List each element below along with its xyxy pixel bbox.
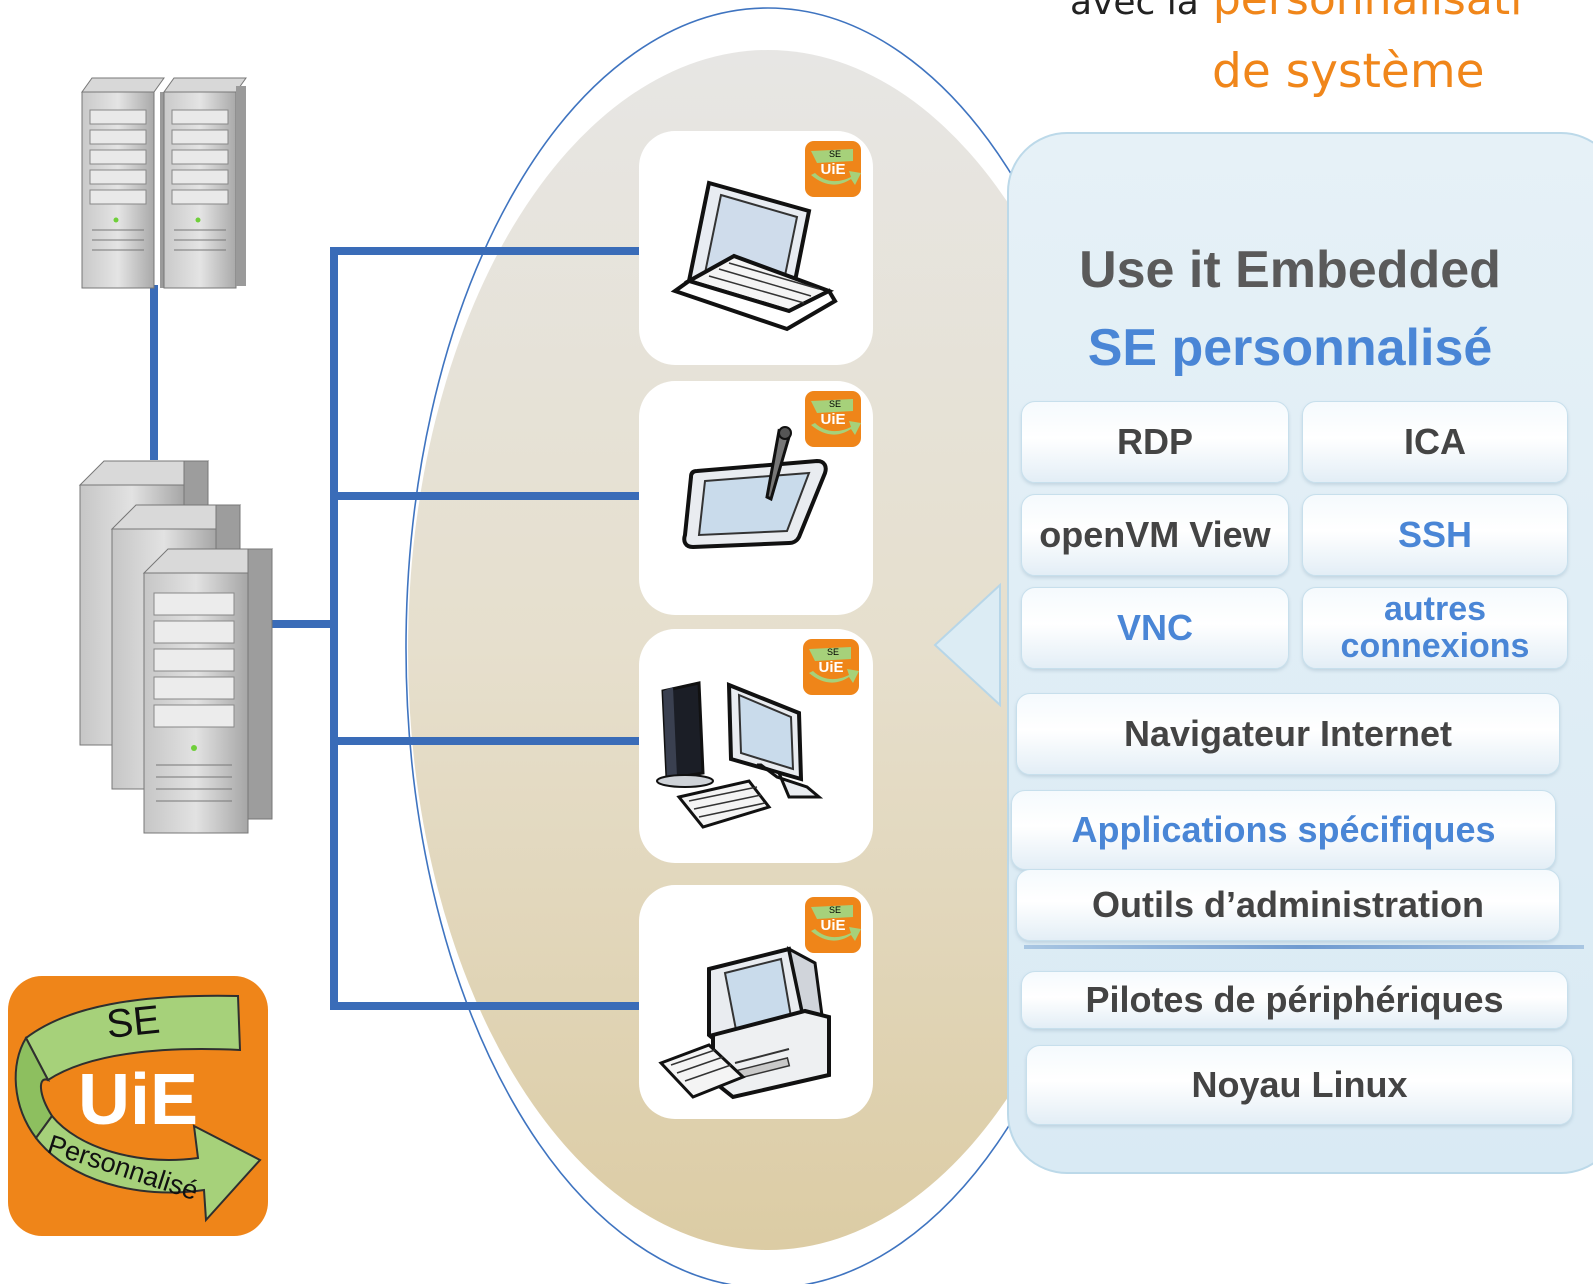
server-rack-icon [81,77,247,289]
tablet-icon [682,426,828,550]
device-card-desktop: SE UiE [639,885,873,1119]
svg-text:SE: SE [829,149,841,159]
trunk-line [330,247,338,1010]
cluster-link-line [270,620,334,628]
uie-badge-tablet: SE UiE [805,391,861,447]
uie-main-logo: SE UiE Personnalisé [8,976,268,1236]
uie-badge-laptop: SE UiE [805,141,861,197]
title-accent: personnalisati [1213,0,1522,25]
feature-rdp: RDP [1021,401,1289,483]
branch-laptop [330,247,640,255]
feature-noyau-linux: Noyau Linux [1026,1045,1573,1125]
svg-text:UiE: UiE [820,411,845,428]
uie-logo-icon: SE UiE [811,399,861,435]
autres-line-1: autres [1383,589,1487,628]
svg-text:UiE: UiE [820,917,845,934]
logo-uie-text: UiE [78,1060,198,1140]
logo-se-text: SE [104,998,162,1047]
feature-ica: ICA [1302,401,1568,483]
svg-text:SE: SE [829,399,841,409]
desktop-computer-icon [658,946,831,1100]
panel-title: Use it Embedded [1079,241,1501,299]
device-card-tablet: SE UiE [639,381,873,615]
uie-logo-icon: SE UiE [811,905,861,941]
feature-outils-administration: Outils d’administration [1016,869,1560,941]
laptop-icon [670,180,838,332]
uie-logo-icon: SE UiE [811,149,861,185]
branch-tablet [330,492,640,500]
feature-applications-specifiques: Applications spécifiques [1011,790,1556,870]
svg-text:SE: SE [829,905,841,915]
svg-text:UiE: UiE [820,161,845,178]
panel-divider [1024,945,1584,949]
feature-pilotes-peripheriques: Pilotes de périphériques [1021,971,1568,1029]
feature-navigateur-internet: Navigateur Internet [1016,693,1560,775]
title-prefix: avec la [1070,0,1199,23]
branch-desktop [330,1002,640,1010]
uie-badge-desktop: SE UiE [805,897,861,953]
svg-text:SE: SE [827,647,839,657]
thin-client-icon [656,681,824,829]
title-line-1: avec la personnalisati [1070,0,1522,25]
uie-logo-icon: SE UiE [809,647,859,683]
server-link-line [150,285,158,460]
autres-line-2: connexions [1340,627,1530,665]
branch-thin-client [330,737,640,745]
panel-subtitle: SE personnalisé [1087,319,1493,377]
feature-ssh: SSH [1302,494,1568,576]
device-card-laptop: SE UiE [639,131,873,365]
server-cluster-icon [78,460,274,834]
title-line-2: de système [1212,44,1485,99]
feature-autres-connexions: autres connexions [1302,587,1568,669]
svg-text:UiE: UiE [818,659,843,676]
panel-pointer [933,582,1001,708]
uie-badge-thin-client: SE UiE [803,639,859,695]
device-card-thin-client: SE UiE [639,629,873,863]
uie-logo-icon: SE UiE Personnalisé [14,994,262,1223]
feature-openvm-view: openVM View [1021,494,1289,576]
feature-vnc: VNC [1021,587,1289,669]
